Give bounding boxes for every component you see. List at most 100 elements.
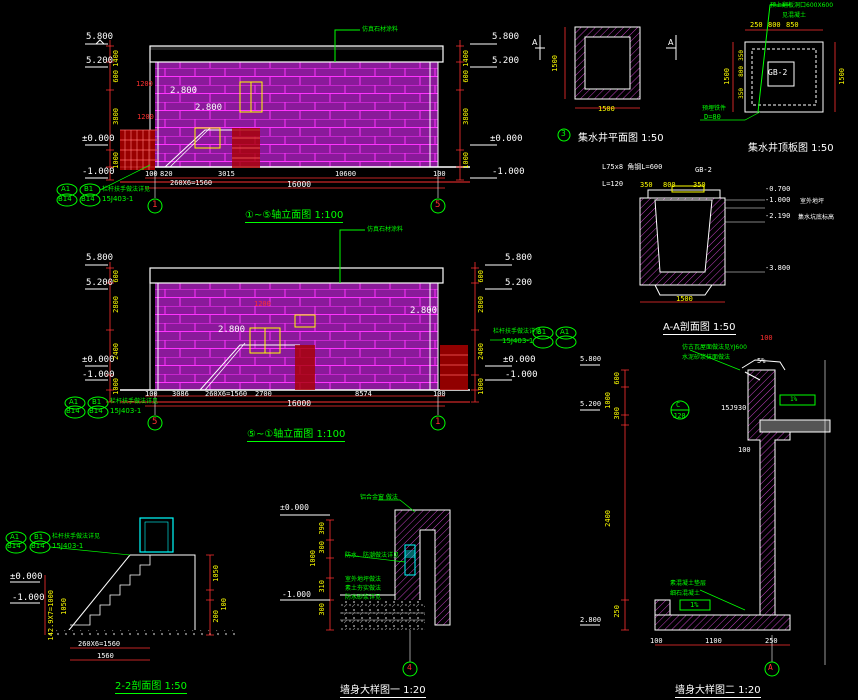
level-zero: ±0.000	[10, 572, 43, 582]
level-top-right: 5.800	[492, 32, 520, 42]
dim-left-2: 1000	[309, 550, 317, 567]
dim-left-1: 600	[112, 70, 120, 83]
axis-label-left: 1	[152, 200, 158, 210]
dim-bottom-3: 3015	[218, 170, 235, 178]
dim-top-2: 350	[693, 181, 706, 189]
dim-left-0: 1050	[60, 598, 68, 615]
section-a-a	[639, 185, 765, 303]
note2: 水泥砂浆抹面做法	[682, 354, 731, 361]
label-2800b: 2.800	[195, 103, 223, 113]
note-top: 仿真石材涂料	[367, 226, 404, 233]
level-0: 5.800	[580, 355, 602, 363]
drawing-title: 墙身大样图一 1:20	[340, 681, 426, 698]
dim-right-2: 2400	[477, 343, 485, 360]
dim-left-0: 390	[318, 522, 326, 535]
label-2800a: 2.800	[170, 86, 198, 96]
wall-detail-1	[280, 499, 451, 677]
dim-left-3: 1000	[112, 152, 120, 169]
ref-b14a: B14	[66, 407, 80, 415]
dim-top-0: 250	[750, 21, 763, 29]
label-gb: GB-2	[768, 68, 788, 77]
label-top: L75x8 角钢L=600	[602, 163, 663, 171]
dim-left-4: 300	[318, 603, 326, 616]
label-5pct: 5%	[757, 357, 766, 365]
dim-inner-2: 350	[738, 88, 745, 99]
label-l: L=120	[602, 180, 624, 188]
note-bottom2: 细石混凝土	[670, 590, 701, 597]
brick-wall	[155, 62, 438, 167]
axis-bubble-1	[147, 198, 163, 214]
ref-b14b: B14	[89, 407, 103, 415]
ref-note: 栏杆扶手做法详见	[102, 186, 151, 193]
dim-top-2: 850	[786, 21, 799, 29]
label-1200a: 1200	[136, 80, 153, 88]
level-3: -3.800	[765, 264, 791, 272]
axis-bubble-5	[147, 415, 163, 431]
axis-bubble-5	[430, 198, 446, 214]
axis-bubble-4	[402, 661, 418, 677]
dim-right-3: 1000	[462, 152, 470, 169]
section-2-2	[5, 517, 240, 661]
level-mid-right: 5.200	[492, 56, 520, 66]
level-top: 5.800	[86, 32, 114, 42]
level-bottom-right: -1.000	[505, 370, 538, 380]
sump-pit-roof-slab	[700, 4, 836, 121]
dim-left-3: 1000	[112, 378, 120, 395]
dim-left-1: 300	[318, 541, 326, 554]
level-0: -0.700	[765, 185, 791, 193]
axis-bubble-a	[764, 661, 780, 677]
level-zero-right: ±0.000	[490, 134, 523, 144]
ref-std: 15J930	[721, 404, 747, 412]
ref-j20: J20	[673, 412, 686, 420]
note-3: 防水砂浆详见	[345, 594, 382, 601]
dim-bottom: 1500	[676, 295, 693, 303]
drawing-title: 2-2剖面图 1:50	[115, 677, 187, 694]
dim-right-0: 600	[477, 270, 485, 283]
ref-a1: A1	[69, 398, 79, 406]
ref-b14b: B14	[81, 195, 95, 203]
note-1: 集水坑底标高	[798, 214, 835, 221]
ref-std: 15J403-1	[52, 542, 84, 550]
ref-c: C	[676, 401, 681, 409]
level-bottom: -1.000	[12, 593, 45, 603]
label-step: 142.9X7=1000	[47, 590, 55, 641]
level-mid-right: 5.200	[505, 278, 533, 288]
dim-left-0: 1400	[112, 50, 120, 67]
ref-b14a: B14	[58, 195, 72, 203]
stair-ref-callout	[5, 531, 131, 556]
dim-bottom-0: 100	[650, 637, 663, 645]
level-2: -2.190	[765, 212, 791, 220]
label-gb: GB-2	[695, 166, 712, 174]
level-bottom: -1.000	[82, 167, 115, 177]
stair-ref-callout-right	[490, 326, 577, 349]
drawing-title: 集水井平面图 1:50	[578, 133, 664, 144]
dim-top-0: 350	[640, 181, 653, 189]
dim-left-1: 2800	[112, 296, 120, 313]
level-bottom: -1.000	[82, 370, 115, 380]
label-d: D=80	[704, 113, 721, 121]
dim-bottom-2: 260X6=1560	[170, 179, 213, 187]
dim-bottom-5: 100	[433, 170, 446, 178]
dim-bottom-1: 3086	[172, 390, 189, 398]
note1: 仿古瓦屋面做法见YJ600	[682, 344, 747, 351]
axis-label-left: 5	[152, 417, 158, 427]
dim-right-2: 100	[220, 598, 228, 611]
ref-std-right: 15J403-1	[502, 337, 534, 345]
drawing-number: 3	[561, 129, 566, 138]
note2: 见混凝土	[782, 12, 807, 19]
drawing-title: 墙身大样图二 1:20	[675, 681, 761, 698]
level-bottom-right: -1.000	[492, 167, 525, 177]
note: 预上翻板洞口600X600	[770, 2, 834, 9]
ref-note: 栏杆扶手做法详见	[52, 533, 101, 540]
dim-left-0: 600	[613, 372, 621, 385]
level-bottom: -1.000	[282, 590, 311, 599]
dim-bottom-4: 8574	[355, 390, 372, 398]
ref-note-right: 栏杆扶手做法详见	[493, 328, 542, 335]
label-2800a: 2.800	[218, 325, 246, 335]
stair-ref-callout	[56, 164, 151, 207]
dim-bottom-2: 260X6=1560	[205, 390, 248, 398]
dim-right-0: 1050	[212, 565, 220, 582]
dim-top-1: 800	[663, 181, 676, 189]
